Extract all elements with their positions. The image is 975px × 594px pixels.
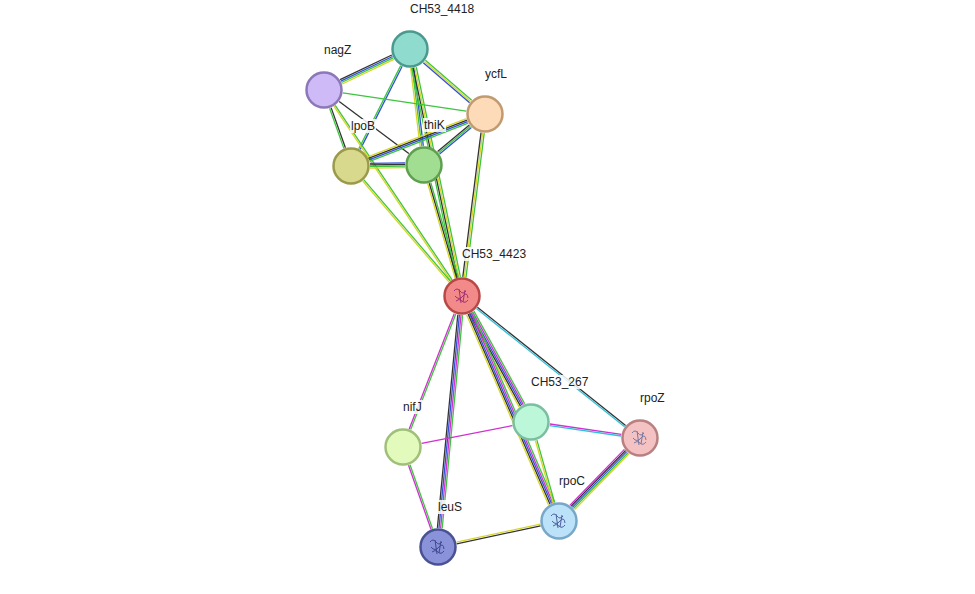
interaction-edge (535, 440, 554, 503)
interaction-edge (437, 315, 462, 529)
protein-node: CH53_4418 (391, 30, 429, 68)
interaction-edge (330, 108, 346, 149)
protein-node: rpoZ (621, 419, 659, 457)
evidence-line (550, 426, 621, 436)
node-label: nagZ (323, 43, 352, 57)
evidence-line (431, 183, 458, 277)
protein-node: CH53_267 (512, 403, 550, 441)
interaction-edge (422, 426, 513, 444)
node-label: ycfL (484, 67, 508, 81)
node-circle (540, 502, 578, 540)
node-label: nifJ (402, 400, 423, 414)
evidence-line (343, 93, 466, 111)
node-circle (391, 30, 429, 68)
evidence-line (370, 165, 405, 167)
interaction-edge (340, 55, 394, 84)
evidence-line (439, 315, 459, 528)
evidence-line (342, 58, 394, 83)
protein-node: rpoC (540, 502, 578, 540)
node-label: CH53_267 (530, 375, 589, 389)
node-circle (443, 277, 481, 315)
evidence-line (476, 309, 624, 427)
interaction-edge (550, 424, 622, 436)
protein-node: nagZ (305, 71, 343, 109)
evidence-line (429, 183, 456, 278)
interaction-edge (423, 60, 471, 103)
evidence-line (428, 184, 455, 279)
evidence-line (437, 315, 457, 528)
node-label: leuS (437, 500, 463, 514)
evidence-line (364, 180, 450, 281)
protein-node: CH53_4423 (443, 277, 481, 315)
node-circle (332, 147, 370, 185)
evidence-line (537, 440, 555, 502)
evidence-line (409, 465, 432, 529)
evidence-line (535, 441, 553, 503)
node-label: CH53_4418 (409, 2, 475, 16)
node-circle (384, 428, 422, 466)
interaction-edge (370, 163, 405, 168)
evidence-line (423, 63, 469, 103)
interaction-edge (409, 465, 433, 530)
evidence-line (441, 315, 461, 528)
evidence-line (341, 57, 393, 82)
protein-node: leuS (419, 528, 457, 566)
evidence-line (339, 101, 409, 153)
protein-node: ycfL (466, 95, 504, 133)
node-label: thiK (423, 118, 446, 132)
evidence-line (359, 66, 401, 149)
evidence-line (424, 61, 470, 101)
protein-node: thiK (405, 146, 443, 184)
evidence-line (471, 313, 553, 503)
evidence-line (422, 426, 513, 444)
evidence-line (468, 314, 550, 504)
node-label: rpoZ (639, 391, 666, 405)
evidence-line (370, 167, 405, 169)
evidence-line (340, 55, 392, 80)
evidence-line (342, 59, 394, 84)
evidence-line (550, 424, 621, 434)
node-circle (466, 95, 504, 133)
node-circle (405, 146, 443, 184)
interaction-edge (428, 183, 458, 278)
evidence-line (370, 164, 405, 166)
evidence-line (456, 524, 540, 542)
interaction-edge (363, 180, 451, 282)
node-circle (512, 403, 550, 441)
evidence-line (457, 526, 541, 544)
evidence-line (410, 465, 433, 529)
evidence-line (370, 162, 405, 164)
evidence-line (477, 307, 625, 425)
evidence-line (335, 105, 452, 279)
evidence-line (363, 181, 449, 282)
node-label: rpoC (558, 474, 586, 488)
protein-node: nifJ (384, 428, 422, 466)
node-circle (419, 528, 457, 566)
interaction-edge (343, 93, 466, 111)
protein-node: lpoB (332, 147, 370, 185)
evidence-line (360, 66, 402, 149)
evidence-line (473, 312, 555, 502)
node-circle (305, 71, 343, 109)
node-label: lpoB (350, 119, 376, 133)
interaction-edge (467, 312, 555, 505)
evidence-line (442, 315, 462, 528)
node-label: CH53_4423 (461, 247, 527, 261)
evidence-line (425, 60, 471, 100)
evidence-line (467, 315, 549, 505)
evidence-line (470, 313, 552, 503)
interaction-edge (339, 101, 409, 153)
interaction-edge (359, 66, 402, 150)
interaction-edge (476, 307, 625, 427)
interaction-edge (456, 524, 540, 544)
node-circle (621, 419, 659, 457)
